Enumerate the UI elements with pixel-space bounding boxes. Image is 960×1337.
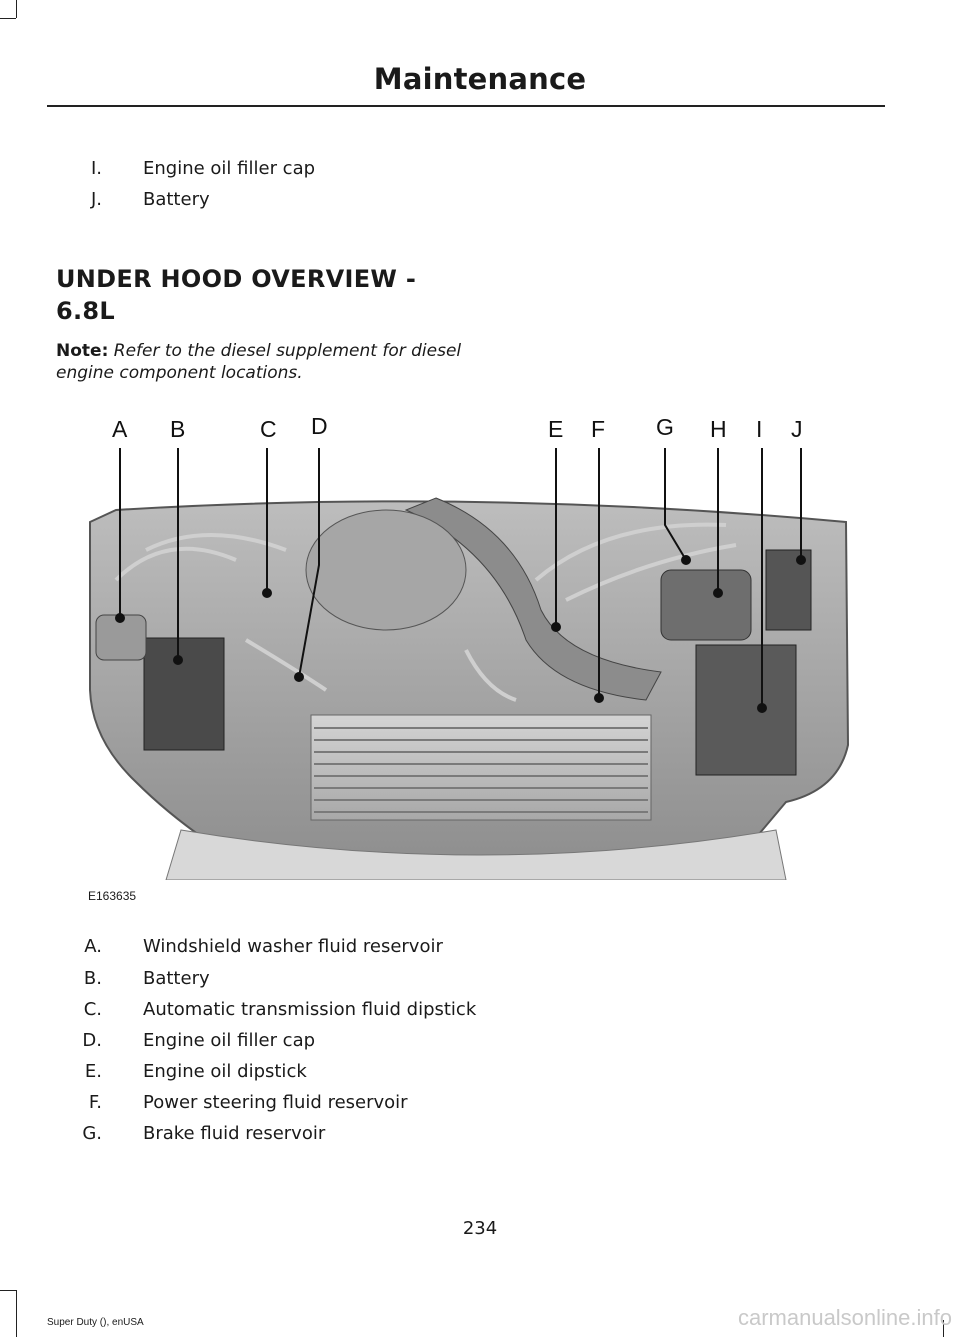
callout-dot-e: [551, 622, 561, 632]
crop-mark: [0, 1290, 16, 1291]
callout-dot-h: [713, 588, 723, 598]
callout-dot-a: [115, 613, 125, 623]
item-text: Windshield washer fluid reservoir: [143, 936, 443, 957]
callout-dot-i: [757, 703, 767, 713]
battery-shape: [143, 637, 225, 751]
callout-label-j: J: [791, 416, 803, 442]
item-letter: F.: [88, 1092, 102, 1113]
callouts: A B C D E F G H I J: [112, 413, 803, 442]
section-heading-line2: 6.8L: [56, 297, 116, 325]
footer-text: Super Duty (), enUSA: [47, 1317, 144, 1328]
radiator-fins: [314, 727, 648, 813]
section-heading: UNDER HOOD OVERVIEW - 6.8L: [56, 263, 416, 327]
page-title: Maintenance: [373, 62, 587, 96]
item-text: Power steering fluid reservoir: [143, 1092, 408, 1113]
crop-mark: [943, 1320, 944, 1337]
callout-dot-b: [173, 655, 183, 665]
callout-dot-f: [594, 693, 604, 703]
callout-label-a: A: [112, 416, 128, 442]
callout-dot-c: [262, 588, 272, 598]
crop-mark: [16, 1290, 17, 1337]
engine-bay-illustration: A B C D E F G H I J: [89, 413, 850, 880]
item-letter: D.: [82, 1030, 102, 1051]
callout-label-i: I: [756, 416, 762, 442]
air-filter-box: [695, 644, 797, 776]
item-text: Engine oil filler cap: [143, 158, 316, 179]
radiator: [310, 714, 652, 821]
item-text: Brake fluid reservoir: [143, 1123, 326, 1144]
callout-label-h: H: [710, 416, 727, 442]
callout-label-e: E: [548, 416, 563, 442]
callout-dot-d: [294, 672, 304, 682]
item-text: Automatic transmission fluid dipstick: [143, 999, 477, 1020]
callout-label-d: D: [311, 413, 328, 439]
callout-label-f: F: [591, 416, 605, 442]
item-letter: G.: [82, 1123, 102, 1144]
item-letter: B.: [83, 968, 102, 989]
front-bumper: [165, 829, 787, 880]
crop-mark: [16, 0, 17, 18]
item-text: Engine oil dipstick: [143, 1061, 307, 1082]
crop-mark: [0, 18, 16, 19]
item-letter: C.: [83, 999, 102, 1020]
figure-id: E163635: [88, 889, 137, 903]
engine-cover: [305, 509, 467, 631]
callout-dot-g: [681, 555, 691, 565]
callout-label-c: C: [260, 416, 277, 442]
fuse-box: [660, 569, 752, 641]
note-label: Note:: [56, 341, 109, 361]
callout-label-g: G: [656, 414, 674, 440]
header-rule: [47, 105, 885, 107]
watermark: carmanualsonline.info: [737, 1305, 952, 1330]
note: Note: Refer to the diesel supplement for…: [56, 340, 476, 384]
item-text: Battery: [143, 189, 210, 210]
section-heading-line1: UNDER HOOD OVERVIEW -: [56, 265, 417, 293]
leader-lines: [115, 448, 806, 713]
item-letter: E.: [84, 1061, 102, 1082]
item-text: Engine oil filler cap: [143, 1030, 316, 1051]
item-letter: I.: [90, 158, 102, 179]
note-text: Refer to the diesel supplement for diese…: [56, 341, 462, 383]
intake-tube: [404, 497, 662, 701]
item-text: Battery: [143, 968, 210, 989]
item-letter: J.: [90, 189, 102, 210]
callout-label-b: B: [170, 416, 185, 442]
hoses: [114, 522, 737, 702]
callout-dot-j: [796, 555, 806, 565]
item-letter: A.: [84, 936, 102, 957]
page-number: 234: [462, 1218, 498, 1239]
